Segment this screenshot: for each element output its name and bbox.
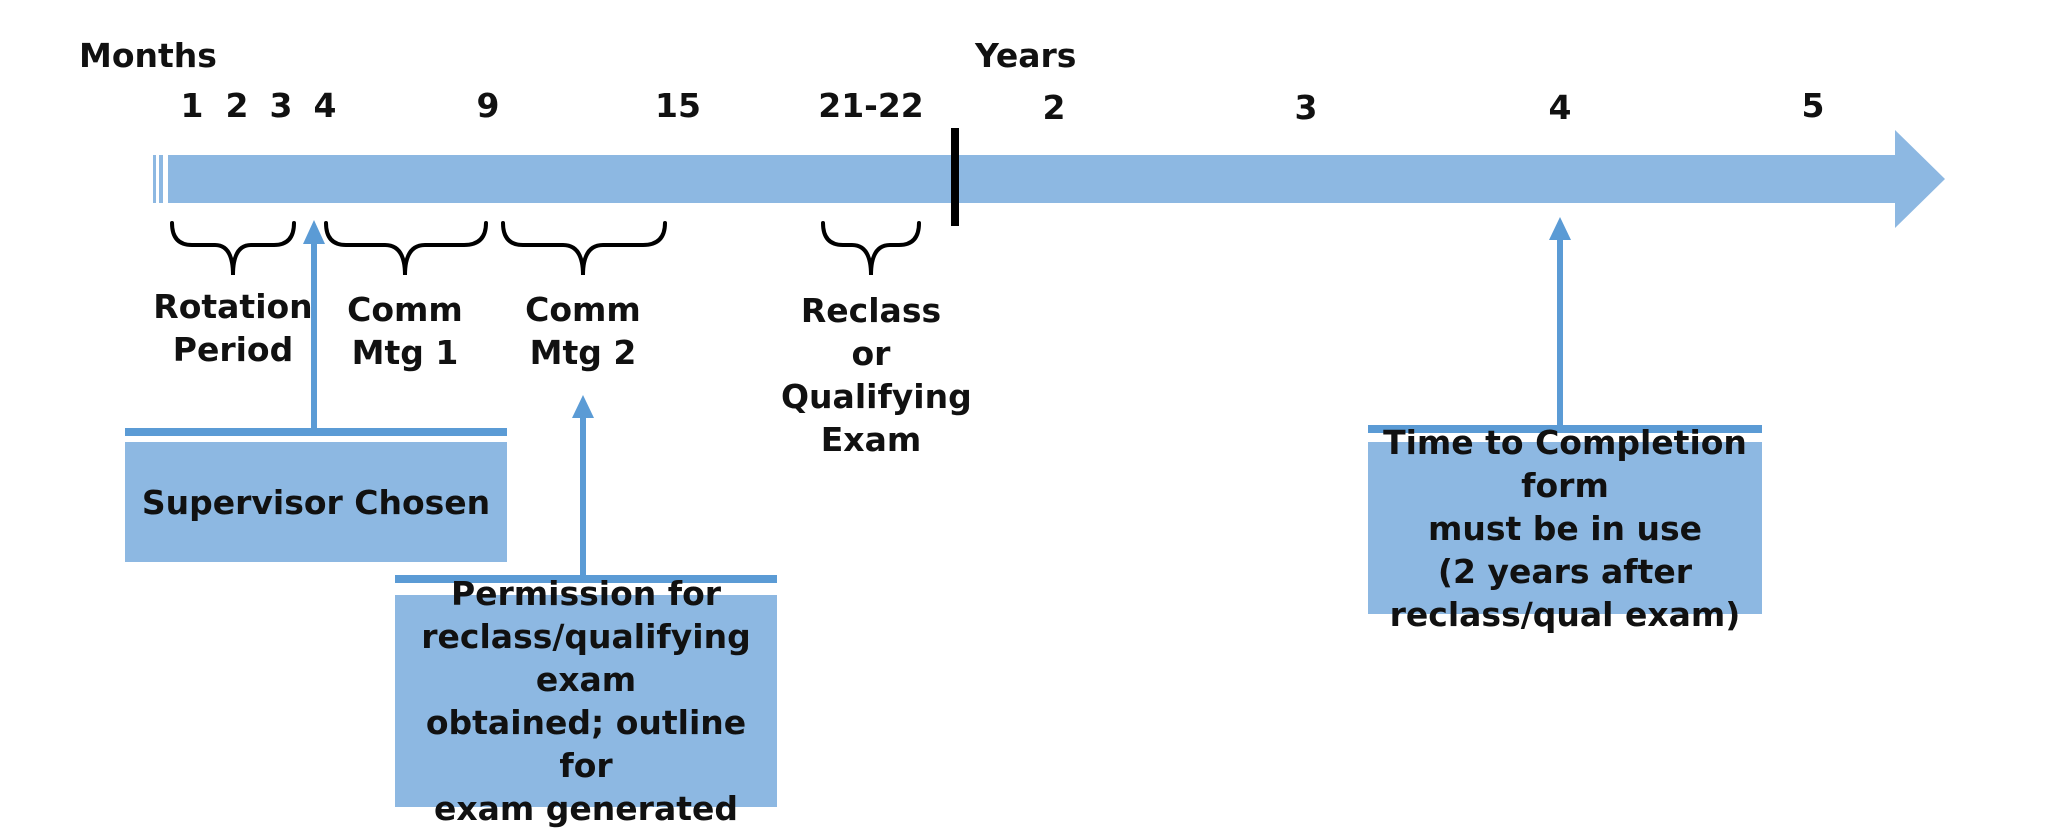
supervisor-chosen-box: Supervisor Chosen — [125, 442, 507, 562]
months-years-divider — [951, 128, 959, 226]
permission-connector-head — [572, 395, 594, 418]
supervisor-connector-head — [303, 220, 325, 244]
brace-comm1 — [324, 221, 488, 276]
year-tick: 4 — [1548, 88, 1572, 127]
month-tick: 21-22 — [818, 86, 924, 125]
month-tick: 3 — [269, 86, 293, 125]
completion-box-top-bar — [1368, 425, 1762, 433]
completion-connector-head — [1549, 217, 1571, 240]
year-tick: 3 — [1294, 88, 1318, 127]
reclass-exam-label: Reclass or Qualifying Exam — [781, 291, 972, 459]
brace-rotation — [170, 221, 296, 276]
permission-box: Permission for reclass/qualifying exam o… — [395, 574, 777, 828]
comm-mtg-1-label: Comm Mtg 1 — [347, 290, 463, 372]
month-tick: 15 — [655, 86, 701, 125]
permission-box-top-bar — [395, 575, 777, 583]
year-tick: 2 — [1042, 88, 1066, 127]
rotation-period-label: Rotation Period — [153, 287, 313, 369]
timeline-start-stripe — [153, 155, 156, 203]
month-tick: 2 — [225, 86, 249, 125]
timeline-start-stripe — [159, 155, 163, 203]
comm-mtg-2-label: Comm Mtg 2 — [525, 290, 641, 372]
year-tick: 5 — [1801, 86, 1825, 125]
timeline-arrow — [168, 130, 1945, 228]
years-label: Years — [975, 36, 1077, 75]
supervisor-box-top-bar — [125, 428, 507, 436]
month-tick: 1 — [180, 86, 204, 125]
time-to-completion-box: Time to Completion form must be in use (… — [1368, 423, 1762, 634]
month-tick: 9 — [476, 86, 500, 125]
months-label: Months — [79, 36, 217, 75]
brace-reclass — [821, 221, 921, 276]
brace-comm2 — [501, 221, 667, 276]
month-tick: 4 — [313, 86, 337, 125]
